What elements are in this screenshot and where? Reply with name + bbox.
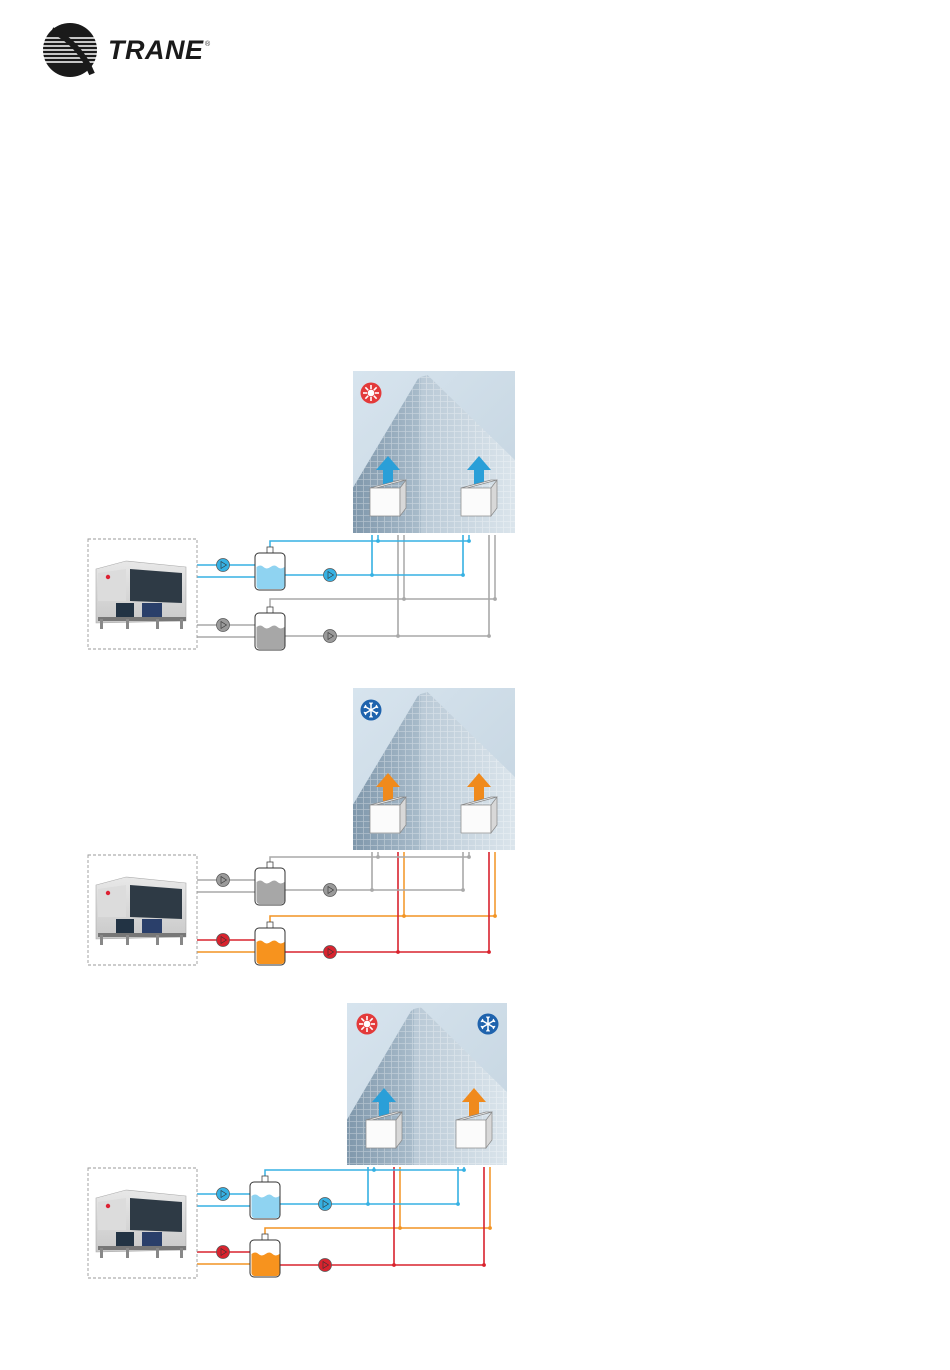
snowflake-icon xyxy=(478,1014,499,1035)
chiller-unit xyxy=(88,539,197,649)
buffer-tank xyxy=(250,1234,280,1277)
chiller-unit xyxy=(88,855,197,965)
pump-icon xyxy=(217,1188,230,1201)
buffer-tank xyxy=(255,922,285,965)
pump-icon xyxy=(217,1246,230,1259)
pump-icon xyxy=(217,559,230,572)
pump-icon xyxy=(217,874,230,887)
buffer-tank xyxy=(255,862,285,905)
pump-icon xyxy=(319,1259,332,1272)
pump-icon xyxy=(217,619,230,632)
snowflake-icon xyxy=(361,700,382,721)
brand-wordmark: TRANE xyxy=(108,35,204,65)
registered-mark: ® xyxy=(205,40,211,48)
sun-icon xyxy=(361,383,382,404)
pump-icon xyxy=(324,884,337,897)
pump-icon xyxy=(324,569,337,582)
diagram-simultaneous xyxy=(88,1003,507,1278)
operation-diagrams xyxy=(88,371,515,1278)
pump-icon xyxy=(324,946,337,959)
diagram-heating xyxy=(88,688,515,965)
sun-icon xyxy=(357,1014,378,1035)
buffer-tank xyxy=(250,1176,280,1219)
diagram-cooling xyxy=(88,371,515,650)
pump-icon xyxy=(319,1198,332,1211)
pump-icon xyxy=(324,630,337,643)
trane-globe-icon xyxy=(42,23,98,77)
buffer-tank xyxy=(255,547,285,590)
pump-icon xyxy=(217,934,230,947)
buffer-tank xyxy=(255,607,285,650)
chiller-unit xyxy=(88,1168,197,1278)
brand-logo: TRANE ® xyxy=(42,23,211,77)
